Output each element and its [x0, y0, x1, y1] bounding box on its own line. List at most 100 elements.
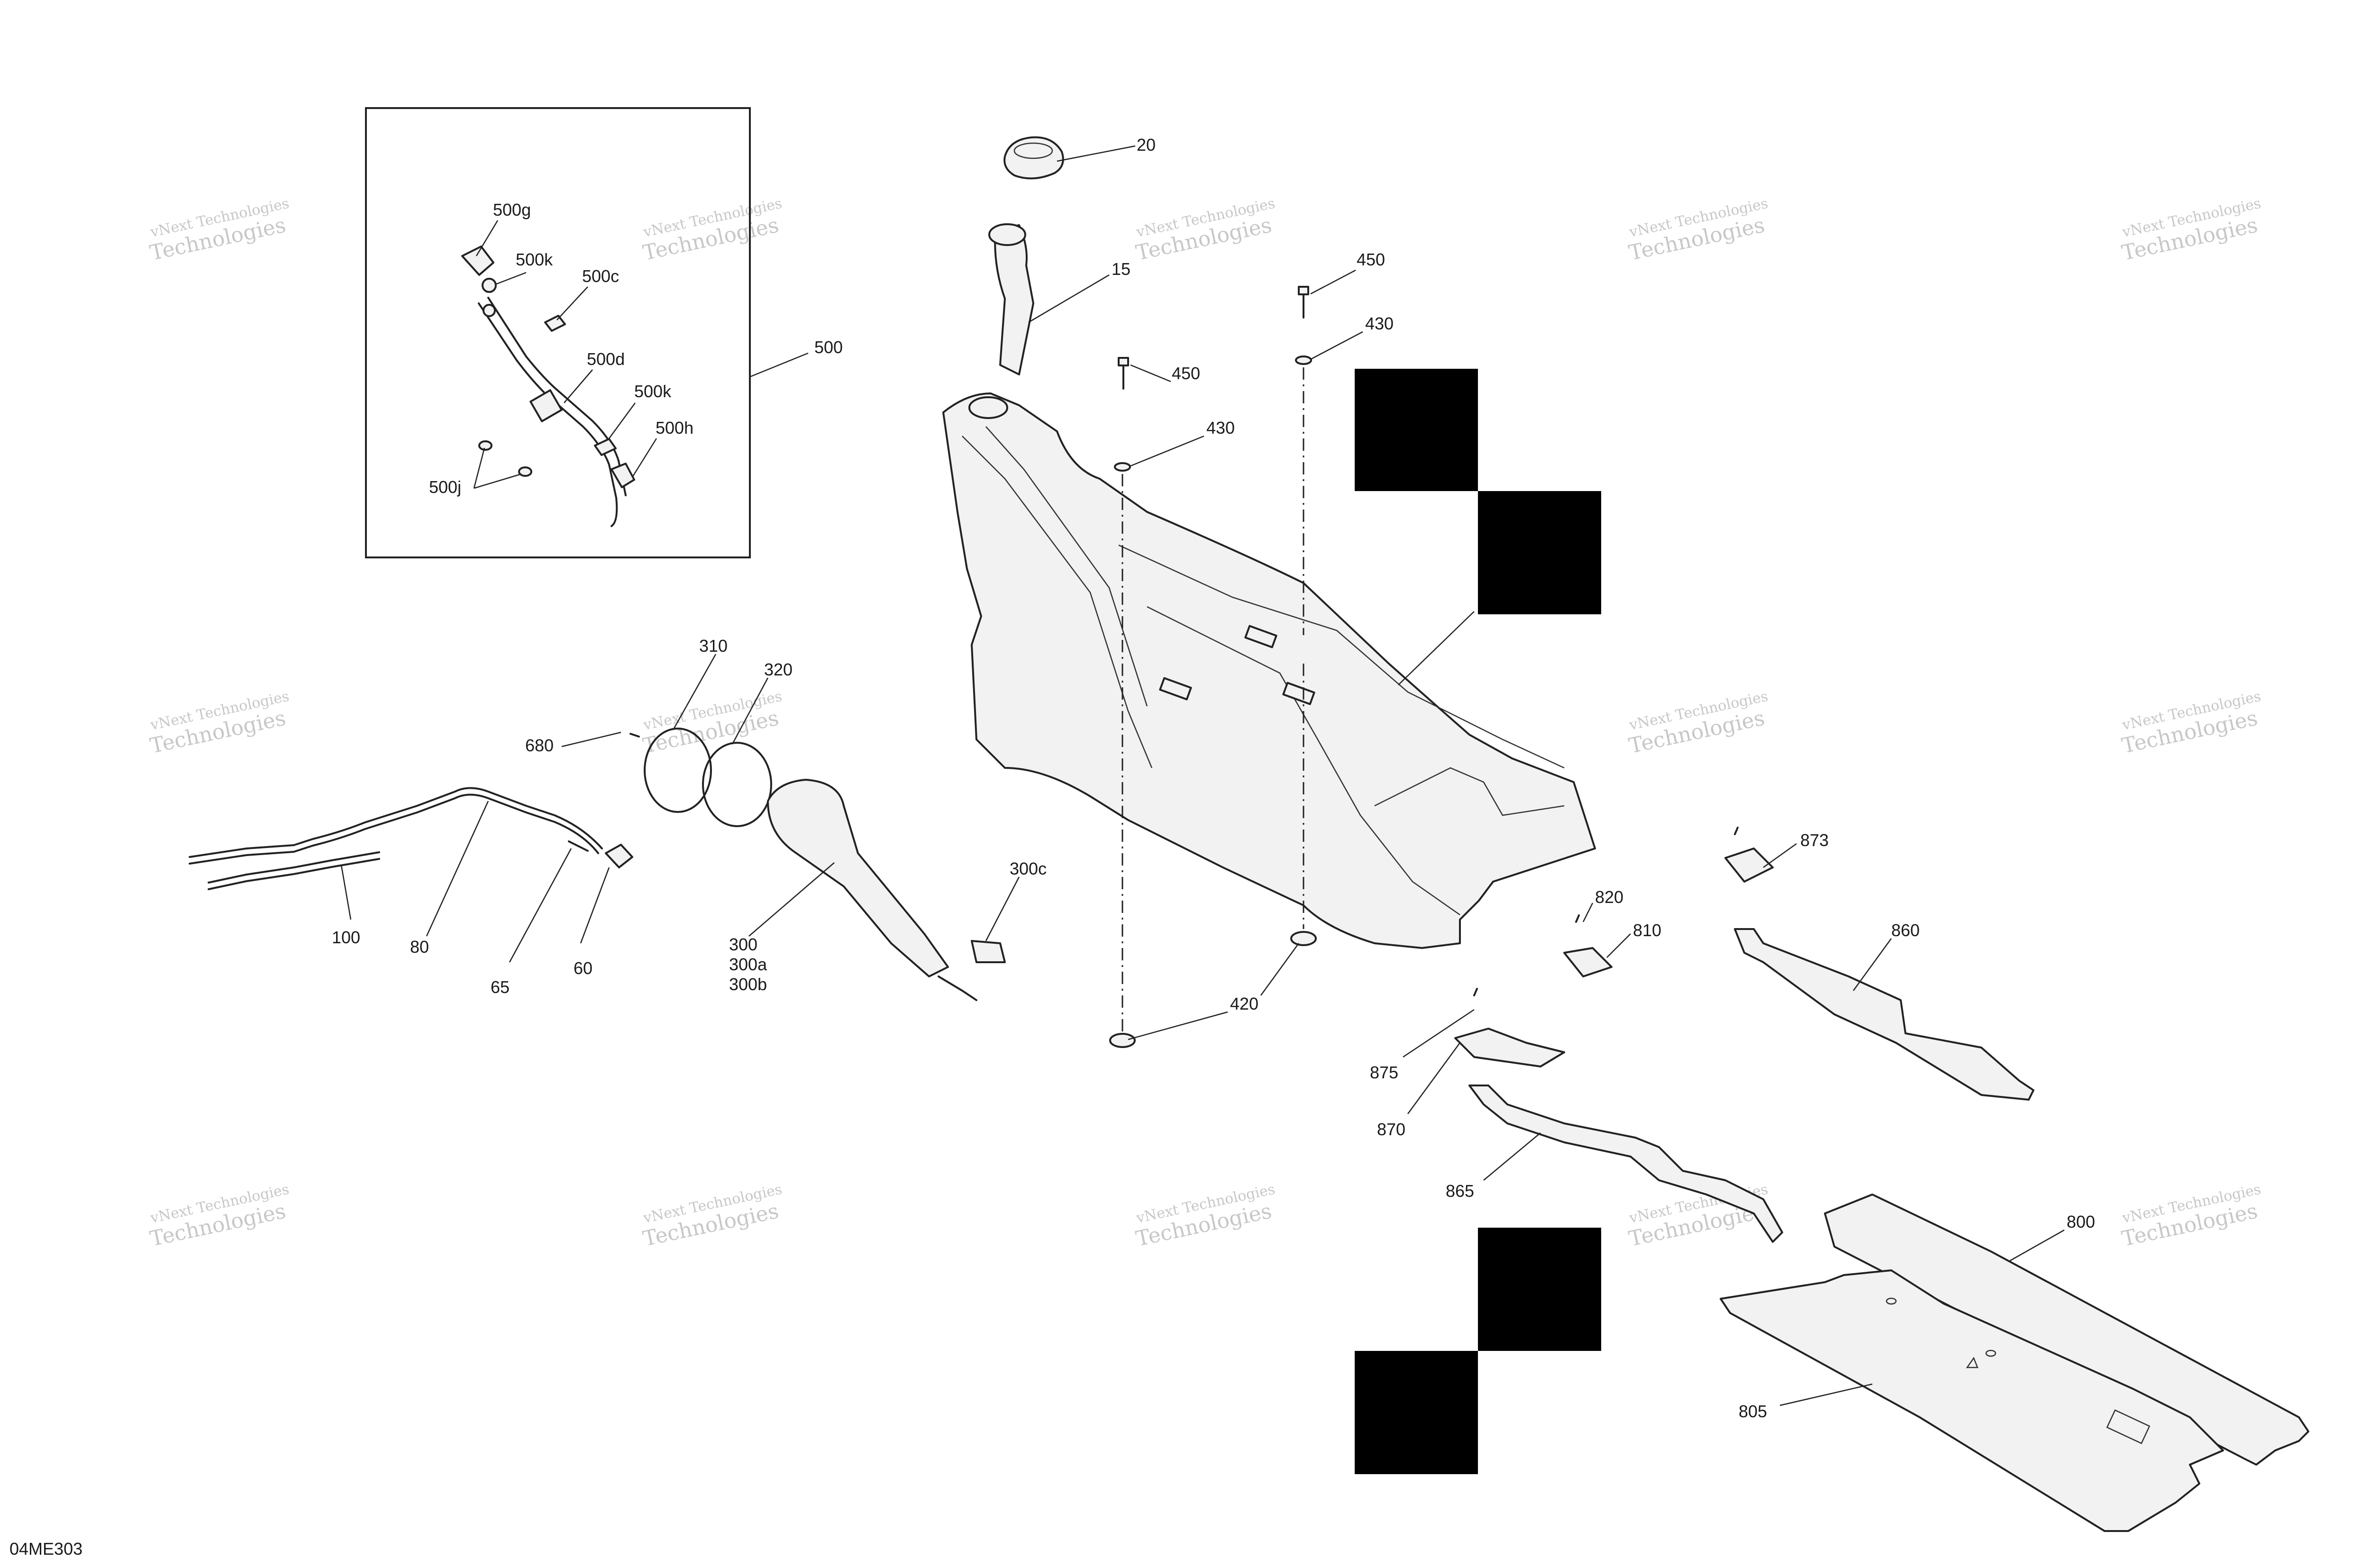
clamp-500j: [478, 440, 492, 451]
leader-line: [1763, 843, 1797, 868]
leader-line: [1028, 274, 1110, 323]
leader-line: [1260, 943, 1300, 996]
callout-500h: 500h: [656, 418, 693, 438]
fuel-line-100-edge: [208, 858, 380, 890]
grommet-420: [1109, 1033, 1136, 1048]
leader-line: [475, 220, 499, 256]
leader-line: [426, 801, 489, 937]
leader-line: [1779, 1383, 1873, 1406]
screw-680: [629, 733, 640, 738]
callout-labels: 20 15 450 430 450 430 500 500g 500k 500c…: [332, 135, 2095, 1421]
strap-865: [1468, 1085, 1783, 1243]
clamp-65: [568, 840, 589, 852]
leader-line: [985, 876, 1020, 941]
leader-line: [2009, 1229, 2065, 1262]
callout-500j: 500j: [429, 477, 461, 497]
leader-line: [1310, 331, 1363, 360]
callout-430: 430: [1206, 418, 1235, 438]
registration-block: [1478, 1228, 1601, 1351]
lock-ring-310: [644, 728, 712, 813]
clip: [482, 278, 497, 293]
watermark-r3c2: vNext Technologies Technologies: [641, 1181, 784, 1251]
callout-320: 320: [764, 660, 793, 679]
leader-line: [1483, 1132, 1541, 1181]
leader-line: [1606, 933, 1631, 958]
grommet-420: [1290, 931, 1317, 946]
callout-300b: 300b: [729, 975, 767, 994]
watermark-r2c1: vNext Technologies Technologies: [148, 688, 291, 758]
fitting-elbow: [461, 246, 494, 276]
plate-hole: [1966, 1357, 1978, 1368]
vent-hose: [478, 302, 618, 527]
fuel-cap-top: [1013, 142, 1053, 159]
callout-860: 860: [1891, 921, 1920, 940]
callout-870: 870: [1377, 1120, 1405, 1139]
callout-300: 300: [729, 935, 757, 954]
leader-line: [731, 677, 769, 745]
leader-line: [340, 865, 352, 920]
callout-20: 20: [1137, 135, 1156, 155]
registration-block: [1355, 1351, 1478, 1474]
quick-connect-60: [605, 844, 633, 868]
callout-875: 875: [1370, 1063, 1398, 1082]
leader-line: [1057, 145, 1136, 162]
screw: [1734, 827, 1739, 835]
callout-873: 873: [1800, 830, 1829, 850]
callout-300a: 300a: [729, 955, 767, 974]
leader-line: [473, 447, 485, 489]
callout-500g: 500g: [493, 200, 531, 219]
leader-line: [672, 654, 717, 730]
watermark-r3c5: vNext Technologies Technologies: [2120, 1181, 2262, 1251]
washer-430: [1295, 356, 1312, 365]
leader-line: [1130, 435, 1204, 467]
watermark-r1c5: vNext Technologies Technologies: [2120, 195, 2262, 265]
leader-line: [749, 352, 809, 378]
pump-pickup-300c: [971, 940, 1006, 963]
callout-800: 800: [2067, 1212, 2095, 1231]
plate-hole: [1886, 1297, 1897, 1305]
callout-420: 420: [1230, 994, 1258, 1013]
tank-contour: [1118, 544, 1565, 769]
callout-500: 500: [814, 337, 843, 357]
tank-contour: [1147, 606, 1460, 916]
screw-875: [1473, 988, 1478, 996]
tank-tab: [1159, 677, 1192, 701]
leader-line: [632, 438, 657, 477]
fuel-pump-port: [968, 396, 1008, 419]
watermark-r2c4: vNext Technologies Technologies: [1627, 688, 1769, 758]
filler-neck-opening: [988, 223, 1026, 246]
plate-cutout: [2106, 1409, 2151, 1444]
callout-820: 820: [1595, 887, 1623, 907]
callout-310: 310: [699, 636, 728, 656]
leader-line: [474, 473, 522, 489]
clamp-500j: [518, 466, 532, 477]
strap-860: [1734, 928, 2034, 1101]
callout-810: 810: [1633, 921, 1661, 940]
leader-line: [556, 286, 588, 320]
leader-line: [564, 369, 593, 403]
bolt-head: [1298, 286, 1309, 295]
registration-block: [1478, 491, 1601, 614]
callout-430: 430: [1365, 314, 1394, 333]
leader-line: [608, 402, 636, 439]
watermark-r2c2: vNext Technologies Technologies: [641, 688, 784, 758]
leader-line: [509, 848, 572, 963]
watermark-r1c4: vNext Technologies Technologies: [1627, 195, 1769, 265]
clip-500c: [544, 315, 566, 332]
leader-line: [1852, 938, 1892, 991]
callout-450: 450: [1172, 364, 1200, 383]
leader-line: [1130, 364, 1171, 383]
fasteners: [1109, 269, 1363, 1048]
watermark-r1c1: vNext Technologies Technologies: [148, 195, 291, 265]
watermark-r3c3: vNext Technologies Technologies: [1134, 1181, 1276, 1251]
leader-line: [495, 272, 527, 285]
tank-contour: [1374, 767, 1565, 816]
leader-line: [748, 862, 835, 937]
clip-500k: [594, 438, 617, 456]
leader-line: [1398, 611, 1475, 685]
callout-65: 65: [491, 977, 510, 997]
leader-line: [1128, 1011, 1228, 1040]
tank-body: [942, 392, 1596, 949]
leader-line: [1582, 903, 1594, 922]
